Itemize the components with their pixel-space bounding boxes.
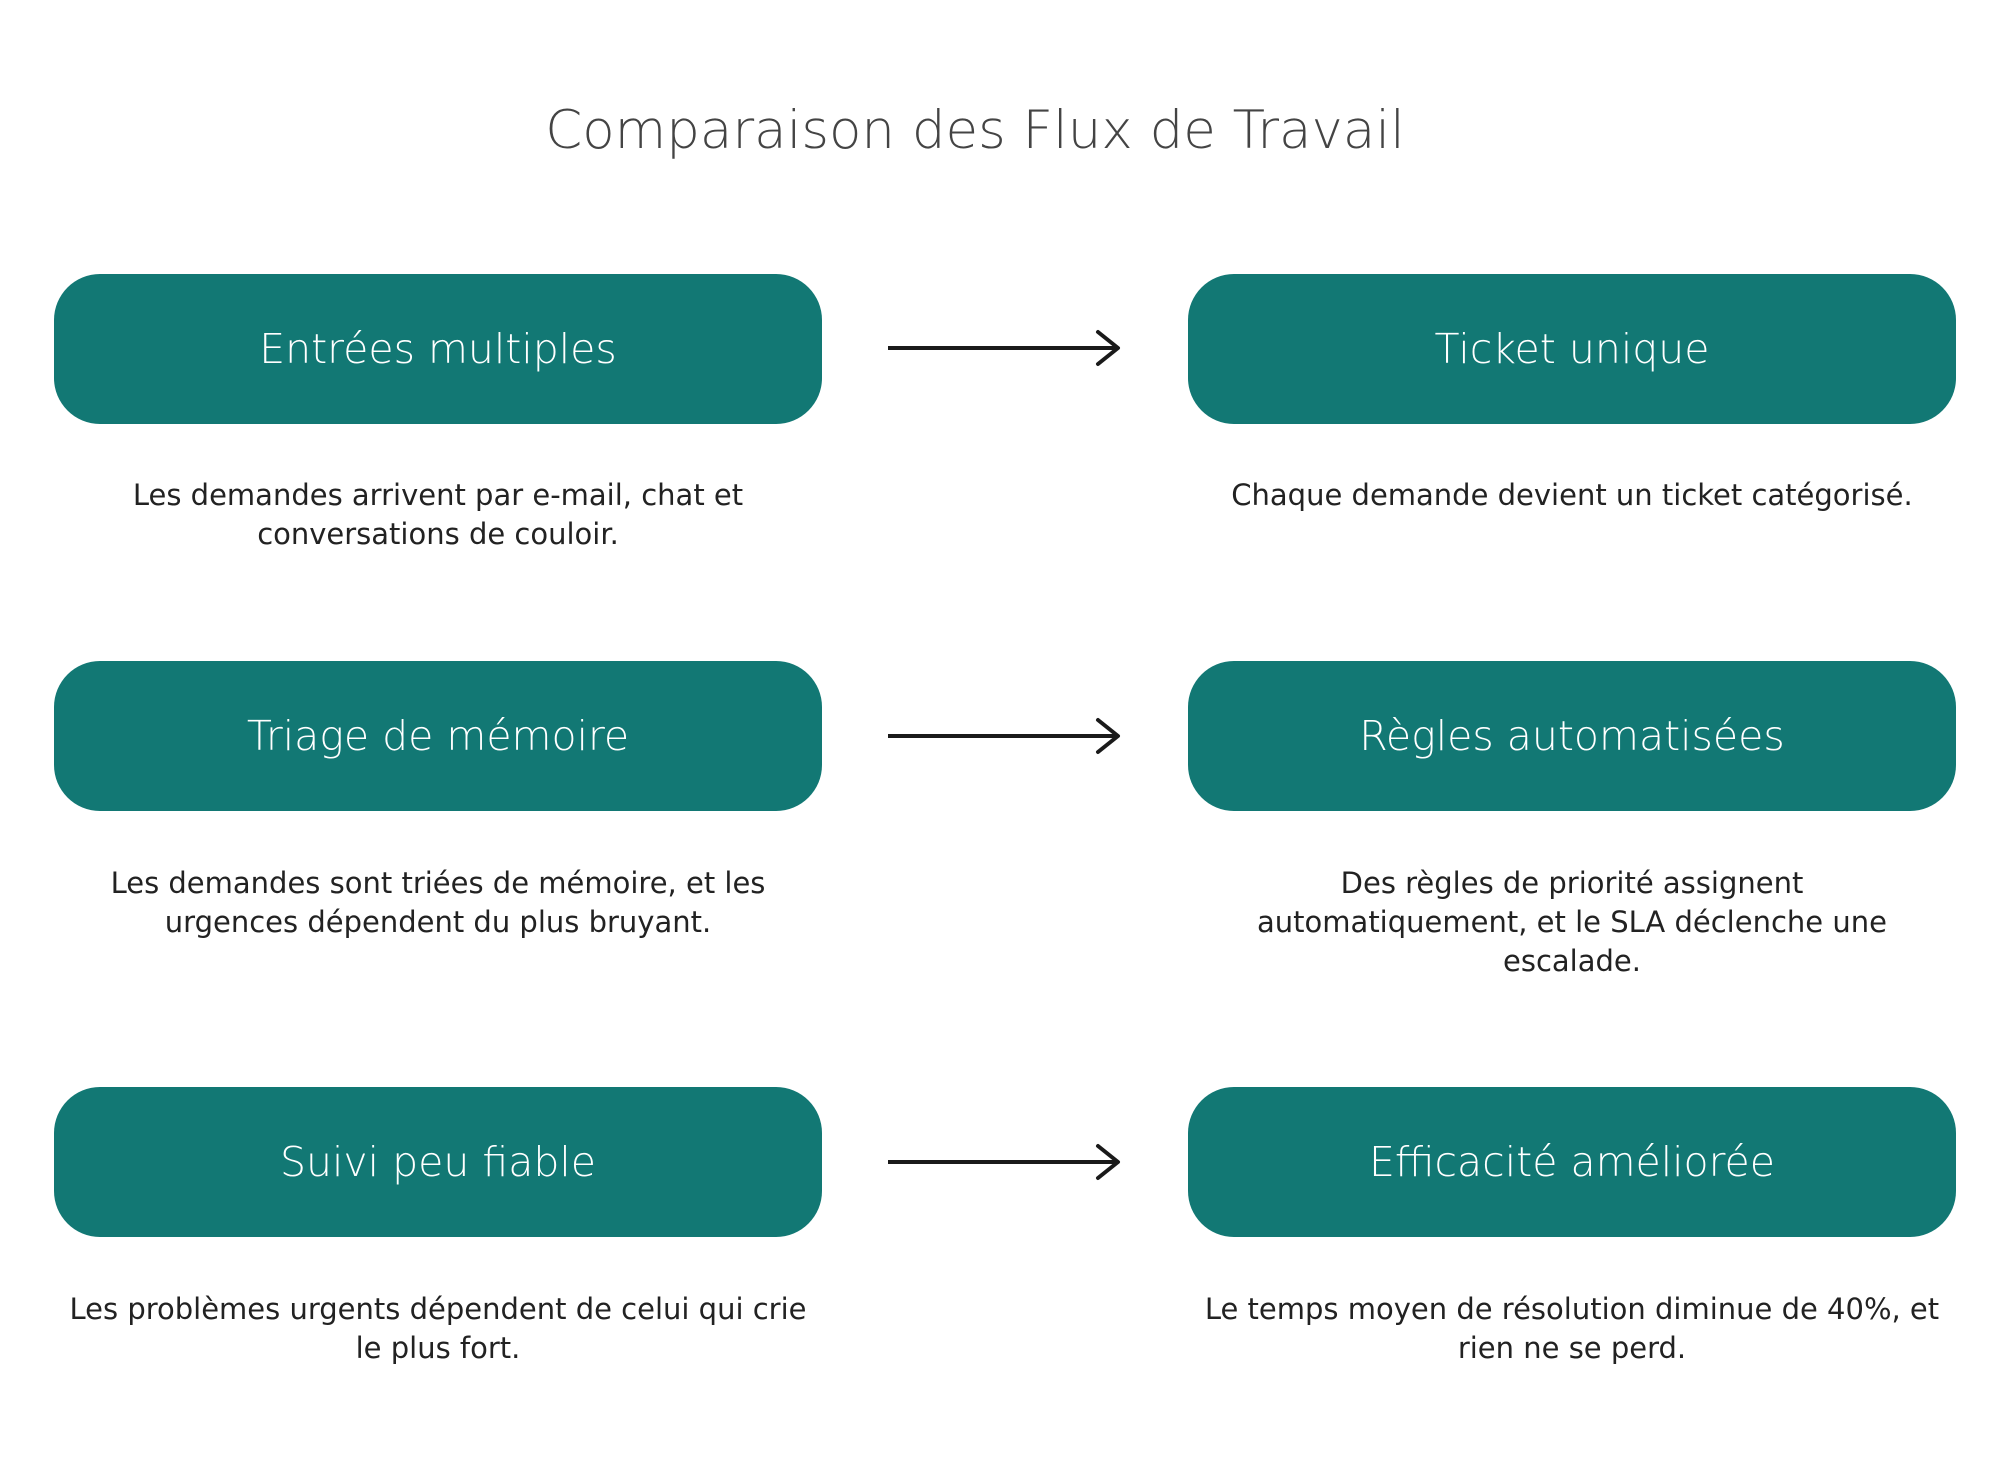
right-arrow-icon [888,718,1120,754]
after-step-description: Chaque demande devient un ticket catégor… [1231,478,1913,512]
right-arrow-icon [888,330,1120,366]
after-step-description: Le temps moyen de résolution diminue de … [1204,1292,1940,1365]
before-step-box: Triage de mémoire [54,661,822,811]
after-step-description: Des règles de priorité assignent automat… [1257,866,1887,978]
after-step-box: Ticket unique [1188,274,1956,424]
right-arrow-icon [888,1144,1120,1180]
before-step-description: Les demandes sont triées de mémoire, et … [110,866,766,939]
after-step-box: Règles automatisées [1188,661,1956,811]
page-title: Comparaison des Flux de Travail [545,100,1405,161]
before-step-box: Suivi peu fiable [54,1087,822,1237]
before-step-description: Les demandes arrivent par e-mail, chat e… [132,478,744,551]
before-step-box: Entrées multiples [54,274,822,424]
after-step-box: Efficacité améliorée [1188,1087,1956,1237]
before-step-description: Les problèmes urgents dépendent de celui… [69,1292,807,1365]
